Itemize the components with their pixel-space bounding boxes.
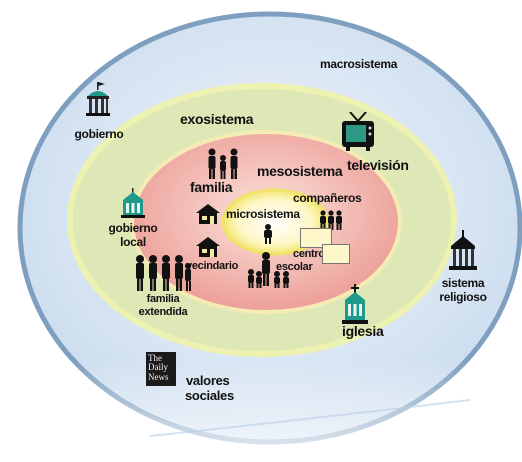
familia-extendida-label-line1: familia	[146, 293, 180, 305]
local-government-icon	[121, 188, 145, 218]
blank-box	[322, 244, 350, 264]
gobierno-label: gobierno	[74, 127, 124, 141]
family-icon	[208, 148, 238, 179]
newspaper-title-line2: Daily	[148, 362, 168, 373]
familia-extendida-label-line2: extendida	[138, 306, 188, 318]
valores-sociales-label-line1: valores	[186, 373, 230, 388]
child-icon	[264, 224, 272, 244]
newspaper-title-line1: The	[148, 353, 162, 363]
school-people-icon	[248, 252, 289, 288]
exosystem-label: exosistema	[180, 111, 254, 127]
blank-box	[300, 228, 332, 248]
extended-family-icon	[136, 255, 191, 291]
television-label: televisión	[347, 157, 409, 173]
gobierno-local-label-line2: local	[120, 235, 146, 249]
valores-sociales-label-line2: sociales	[185, 388, 234, 403]
centro-escolar-label-line2: escolar	[276, 261, 313, 273]
macrosystem-label: macrosistema	[320, 57, 398, 71]
gobierno-local-label-line1: gobierno	[108, 221, 158, 235]
church-icon	[342, 284, 368, 324]
centro-escolar-label-line1: centro	[293, 248, 325, 260]
familia-label: familia	[190, 179, 233, 195]
mesosystem-label: mesosistema	[257, 163, 343, 179]
government-building-icon	[86, 82, 110, 116]
television-icon	[342, 112, 374, 151]
microsystem-label: microsistema	[226, 207, 300, 221]
house-icon	[196, 204, 220, 224]
vecindario-label: vecindario	[186, 260, 239, 272]
neighborhood-house-icon	[196, 237, 220, 257]
newspaper-icon: The Daily News	[146, 352, 176, 386]
companeros-label: compañeros	[293, 191, 362, 205]
iglesia-label: iglesia	[342, 323, 384, 339]
sistema-religioso-label-line1: sistema	[441, 276, 485, 290]
religious-temple-icon	[449, 230, 477, 270]
sistema-religioso-label-line2: religioso	[439, 290, 487, 304]
newspaper-title-line3: News	[148, 371, 169, 382]
classmates-icon	[320, 210, 342, 230]
